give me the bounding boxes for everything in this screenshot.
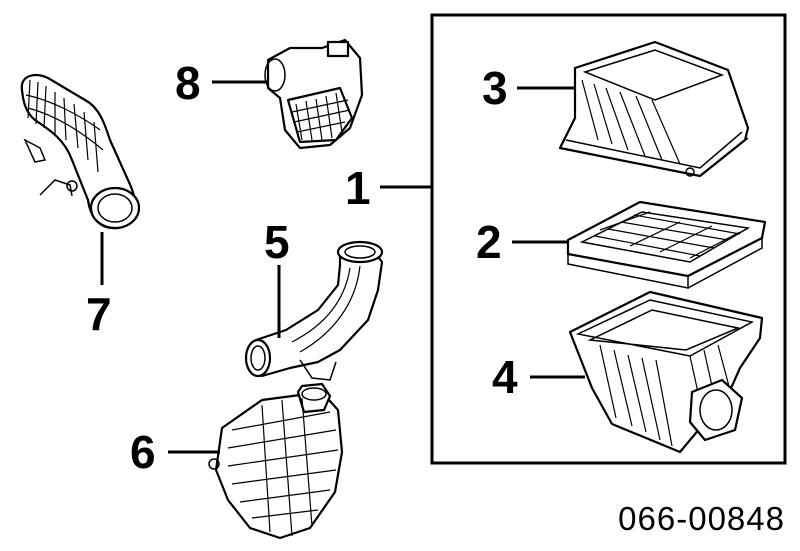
intake-hose-icon xyxy=(20,74,141,230)
callout-3: 3 xyxy=(482,62,508,114)
air-cleaner-case-icon xyxy=(568,290,764,454)
callout-7: 7 xyxy=(86,288,112,340)
air-cleaner-cover-icon xyxy=(558,40,750,178)
callout-1: 1 xyxy=(345,162,371,214)
callout-4: 4 xyxy=(492,351,518,403)
air-flow-meter-icon xyxy=(264,38,364,150)
callout-5: 5 xyxy=(264,216,290,268)
air-filter-element-icon xyxy=(566,200,767,289)
intake-duct-icon xyxy=(244,240,384,381)
callout-8: 8 xyxy=(175,57,201,109)
part-number-label: 066-00848 xyxy=(618,500,785,537)
assembly-box xyxy=(430,13,787,465)
callout-2: 2 xyxy=(476,216,502,268)
callout-6: 6 xyxy=(130,426,156,478)
resonator-chamber-icon xyxy=(208,382,344,540)
